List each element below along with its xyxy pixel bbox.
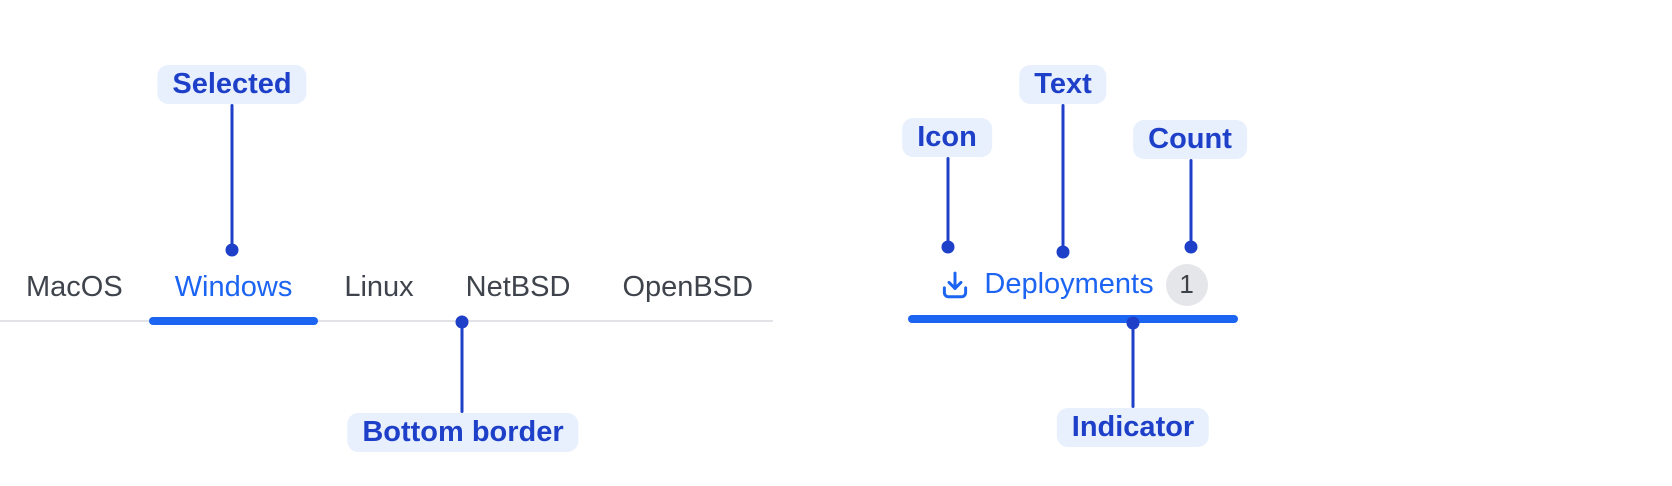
annotation-icon-label: Icon bbox=[902, 118, 992, 157]
annotation-count-label: Count bbox=[1133, 120, 1247, 159]
tab-deployments[interactable]: Deployments 1 bbox=[908, 254, 1238, 323]
tab-macos[interactable]: MacOS bbox=[0, 254, 149, 320]
annotation-indicator-line bbox=[1131, 323, 1135, 408]
annotation-text-line bbox=[1061, 104, 1065, 252]
download-icon bbox=[943, 271, 968, 298]
tab-windows-label: Windows bbox=[174, 270, 293, 303]
annotation-count-line bbox=[1189, 159, 1193, 247]
annotation-indicator-label: Indicator bbox=[1056, 408, 1210, 447]
annotation-selected-dot bbox=[225, 243, 239, 257]
tab-deployments-content: Deployments 1 bbox=[908, 254, 1238, 315]
annotation-bottom-border-label: Bottom border bbox=[347, 413, 579, 452]
tab-openbsd-label: OpenBSD bbox=[622, 270, 754, 303]
tab-windows[interactable]: Windows bbox=[148, 254, 319, 325]
annotation-icon-line bbox=[946, 157, 950, 247]
annotation-text-label: Text bbox=[1019, 65, 1107, 104]
tab-macos-label: MacOS bbox=[26, 270, 123, 303]
tab-netbsd[interactable]: NetBSD bbox=[440, 254, 597, 320]
annotation-selected-line bbox=[230, 104, 234, 250]
tab-linux[interactable]: Linux bbox=[318, 254, 439, 320]
count-badge: 1 bbox=[1165, 263, 1208, 306]
tab-openbsd[interactable]: OpenBSD bbox=[596, 254, 779, 320]
selected-tab-underline bbox=[148, 317, 319, 325]
annotation-text-dot bbox=[1056, 245, 1070, 259]
selected-tab-indicator bbox=[908, 315, 1238, 323]
tab-linux-label: Linux bbox=[344, 270, 414, 303]
annotation-selected-label: Selected bbox=[157, 65, 307, 104]
os-tab-bar: MacOS Windows Linux NetBSD OpenBSD bbox=[0, 254, 773, 325]
annotation-bottom-border-dot bbox=[455, 315, 469, 329]
tab-netbsd-label: NetBSD bbox=[465, 270, 571, 303]
annotation-icon-dot bbox=[941, 240, 955, 254]
tab-deployments-label: Deployments bbox=[984, 268, 1154, 300]
annotation-bottom-border-line bbox=[460, 323, 464, 413]
annotation-count-dot bbox=[1184, 240, 1198, 254]
